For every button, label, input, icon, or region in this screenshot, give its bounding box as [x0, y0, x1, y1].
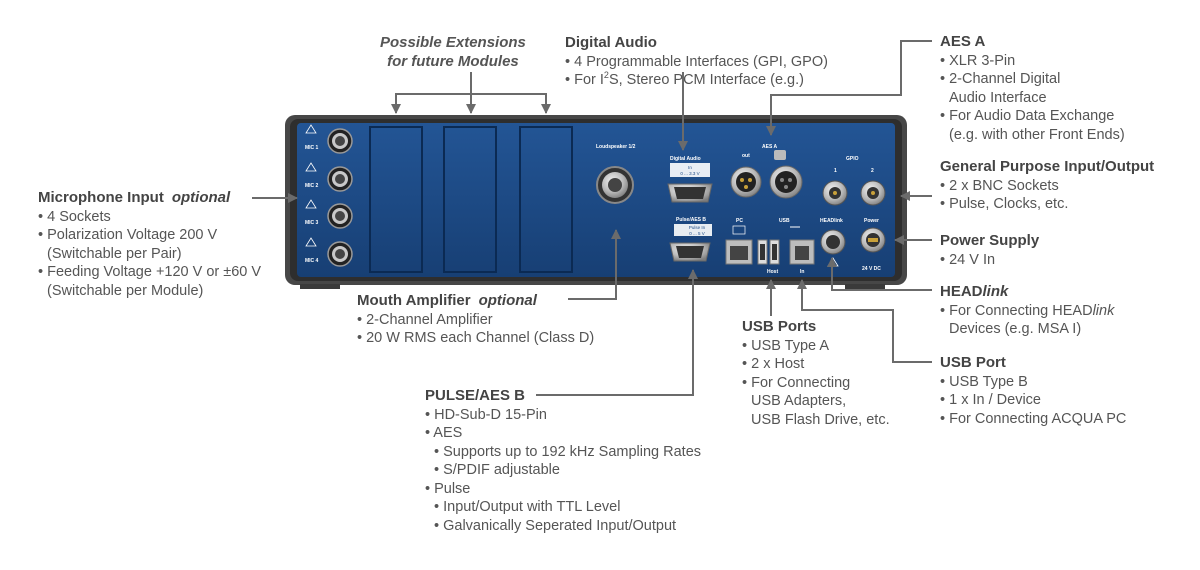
gpio-title: General Purpose Input/Output: [940, 158, 1155, 175]
power-title: Power Supply: [940, 232, 1040, 249]
aes-a-line: Audio Interface: [949, 89, 1047, 106]
usb-ports-line: • USB Type A: [742, 337, 830, 354]
power-callout: Power Supply • 24 V In: [940, 232, 1039, 269]
usb-port-line: • 1 x In / Device: [940, 392, 1041, 408]
loudspeaker-connector: Loudspeaker 1/2: [596, 144, 636, 204]
mic-socket-1: MIC 1: [305, 124, 353, 154]
aes-a-title: AES A: [940, 33, 986, 50]
mic-line: • Polarization Voltage 200 V: [38, 227, 218, 243]
svg-text:24 V DC: 24 V DC: [862, 266, 881, 272]
svg-text:0 ... 5 V: 0 ... 5 V: [689, 231, 705, 236]
extension-slots: [369, 126, 573, 273]
usb-port-callout: USB Port • USB Type B • 1 x In / Device …: [940, 354, 1126, 428]
pulse-line: • HD-Sub-D 15-Pin: [425, 406, 547, 423]
gpio-line: • Pulse, Clocks, etc.: [940, 196, 1069, 212]
gpio-line: • 2 x BNC Sockets: [940, 177, 1059, 194]
svg-text:In: In: [800, 269, 804, 275]
svg-text:1: 1: [834, 168, 837, 174]
aes-a-line: • 2-Channel Digital: [940, 71, 1061, 87]
mic-line: • 4 Sockets: [38, 208, 111, 225]
mic-sockets: MIC 1 MIC 2 MIC 3 MIC 4: [305, 124, 353, 267]
pulse-aes-b-connector: Pulse/AES B Pulse In 0 ... 5 V: [669, 217, 712, 262]
headlink-connector: HEADlink: [820, 218, 846, 267]
digital-audio-item-2: • For I2S, Stereo PCM Interface (e.g.): [565, 70, 804, 88]
extensions-callout: Possible Extensions for future Modules: [380, 33, 526, 71]
svg-text:MIC 1: MIC 1: [305, 145, 319, 151]
usb-port-line: • For Connecting ACQUA PC: [940, 410, 1127, 427]
pulse-line: • AES: [425, 425, 463, 441]
mic-socket-3: MIC 3: [305, 199, 353, 229]
svg-text:out: out: [742, 153, 750, 159]
svg-text:HEADlink: HEADlink: [820, 218, 843, 224]
aes-a-callout: AES A • XLR 3-Pin • 2-Channel Digital Au…: [940, 33, 1125, 144]
back-panel: [297, 123, 895, 277]
gpio-connectors: GPIO 1 2: [822, 156, 886, 206]
svg-text:Host: Host: [767, 269, 778, 275]
mic-line: • Feeding Voltage +120 V or ±60 V: [38, 264, 262, 280]
mouth-line: • 2-Channel Amplifier: [357, 311, 493, 328]
headlink-title: HEADlink: [940, 283, 1009, 300]
pulse-line: • Supports up to 192 kHz Sampling Rates: [434, 443, 702, 460]
aes-a-connectors: AES A out: [730, 144, 803, 199]
mic-line: (Switchable per Module): [47, 282, 204, 299]
extensions-line-2: for future Modules: [387, 53, 519, 70]
usb-ports-callout: USB Ports • USB Type A • 2 x Host • For …: [742, 318, 890, 429]
pulse-callout: PULSE/AES B • HD-Sub-D 15-Pin • AES • Su…: [425, 387, 701, 535]
usb-port-line: • USB Type B: [940, 373, 1028, 390]
svg-text:MIC 4: MIC 4: [305, 258, 319, 264]
mouth-line: • 20 W RMS each Channel (Class D): [357, 330, 595, 346]
svg-text:Pulse/AES B: Pulse/AES B: [676, 217, 706, 223]
digital-audio-connector: Digital Audio In 0 ... 3.3 V: [667, 156, 713, 203]
pulse-line: • Input/Output with TTL Level: [434, 499, 621, 515]
svg-text:Pulse In: Pulse In: [689, 225, 706, 230]
digital-audio-callout: Digital Audio • 4 Programmable Interface…: [565, 34, 828, 90]
svg-text:Digital Audio: Digital Audio: [670, 156, 701, 162]
headlink-callout: HEADlink • For Connecting HEADlink Devic…: [940, 283, 1114, 339]
headlink-line-2: Devices (e.g. MSA I): [949, 321, 1082, 337]
svg-text:MIC 3: MIC 3: [305, 220, 319, 226]
svg-text:AES A: AES A: [762, 144, 777, 150]
usb-ports-line: USB Flash Drive, etc.: [751, 411, 890, 428]
pulse-line: • Pulse: [425, 480, 471, 497]
svg-text:Power: Power: [864, 218, 879, 224]
mic-socket-2: MIC 2: [305, 162, 353, 192]
pulse-line: • S/PDIF adjustable: [434, 462, 560, 478]
power-connector: Power 24 V DC: [860, 218, 886, 272]
pc-ethernet-port: PC: [725, 218, 753, 265]
digital-audio-item-1: • 4 Programmable Interfaces (GPI, GPO): [565, 53, 828, 70]
svg-text:0 ... 3.3 V: 0 ... 3.3 V: [680, 171, 699, 176]
usb-ports: USB Host In: [757, 218, 815, 275]
svg-text:MIC 2: MIC 2: [305, 183, 319, 189]
usb-ports-line: USB Adapters,: [751, 393, 847, 409]
usb-ports-line: • 2 x Host: [742, 356, 805, 372]
usb-ports-line: • For Connecting: [742, 374, 851, 391]
svg-text:2: 2: [871, 168, 874, 174]
power-line: • 24 V In: [940, 251, 996, 268]
mic-line: (Switchable per Pair): [47, 245, 182, 262]
usb-ports-title: USB Ports: [742, 318, 817, 335]
svg-text:GPIO: GPIO: [846, 156, 859, 162]
pulse-title: PULSE/AES B: [425, 387, 526, 404]
aes-a-line: • For Audio Data Exchange: [940, 108, 1115, 124]
aes-a-line: • XLR 3-Pin: [940, 52, 1016, 69]
svg-text:USB: USB: [779, 218, 790, 224]
aes-a-line: (e.g. with other Front Ends): [949, 126, 1125, 143]
mic-socket-4: MIC 4: [305, 237, 353, 267]
svg-text:In: In: [688, 165, 692, 170]
svg-text:PC: PC: [736, 218, 743, 224]
headlink-line-1: • For Connecting HEADlink: [940, 302, 1115, 319]
pulse-line: • Galvanically Seperated Input/Output: [434, 517, 677, 534]
digital-audio-title: Digital Audio: [565, 34, 657, 51]
callout-lines: [252, 40, 932, 396]
usb-port-title: USB Port: [940, 354, 1006, 371]
svg-text:Loudspeaker 1/2: Loudspeaker 1/2: [596, 144, 636, 150]
gpio-callout: General Purpose Input/Output • 2 x BNC S…: [940, 158, 1154, 214]
extensions-line-1: Possible Extensions: [380, 34, 526, 51]
